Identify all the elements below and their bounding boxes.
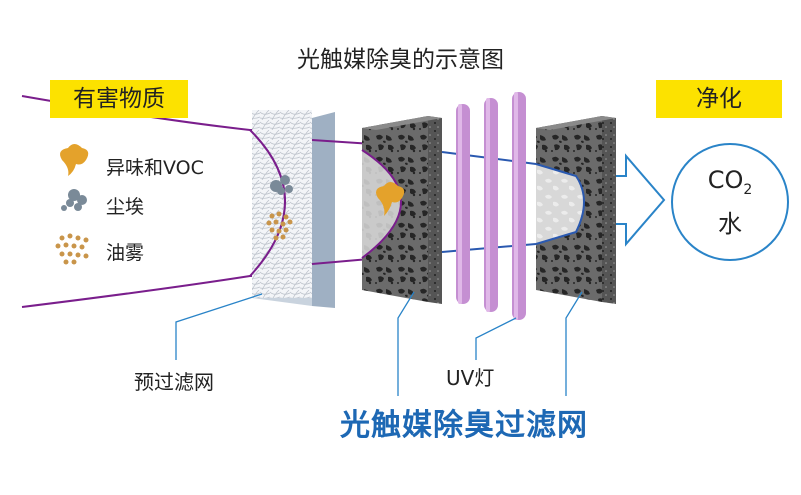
smell-icon (60, 144, 89, 176)
inflow-line-bottom (21, 275, 300, 308)
prefilter-panel (249, 110, 335, 308)
uv-leader (475, 317, 517, 360)
harmful-substances-tag: 有害物质 (50, 80, 188, 118)
legend-smell-voc: 异味和VOC (106, 157, 204, 179)
legend-dust: 尘埃 (106, 196, 145, 218)
filter2-leader (565, 291, 583, 396)
output-circle (671, 143, 789, 261)
diagram-title: 光触媒除臭的示意图 (297, 47, 504, 73)
dust-icon (61, 189, 87, 211)
oil-mist-icon (55, 233, 89, 265)
water-label: 水 (718, 210, 742, 238)
photocatalyst-filter-label: 光触媒除臭过滤网 (340, 408, 588, 443)
photocatalyst-filter-1 (361, 116, 442, 304)
photocatalyst-filter-2 (535, 116, 616, 304)
prefilter-label: 预过滤网 (134, 370, 214, 394)
legend-oil-mist: 油雾 (106, 242, 145, 264)
uv-lamps (456, 92, 526, 320)
uv-lamp-label: UV灯 (446, 366, 495, 390)
filter1-leader (397, 291, 415, 396)
purified-tag: 净化 (656, 80, 782, 118)
prefilter-leader (175, 293, 263, 360)
outflow-arrow (616, 153, 666, 247)
co2-label: CO2 (707, 166, 753, 198)
